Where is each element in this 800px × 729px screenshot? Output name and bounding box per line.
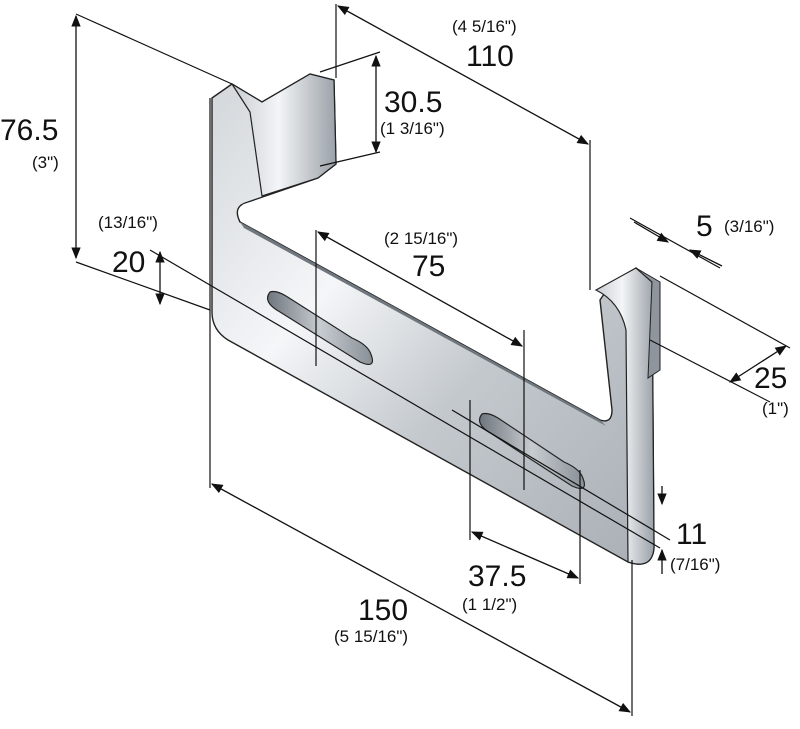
dim-75-imperial: (2 15/16") — [384, 229, 459, 248]
left-tab — [231, 73, 337, 197]
bracket-body — [211, 73, 661, 565]
dim-150-imperial: (5 15/16") — [334, 627, 409, 646]
dim-110-value: 110 — [466, 40, 514, 73]
bracket-plate — [211, 73, 655, 565]
dim-37-5-value: 37.5 — [468, 560, 527, 593]
dim-11-imperial: (7/16") — [670, 555, 721, 574]
dim-25-value: 25 — [754, 362, 788, 395]
dim-110-imperial: (4 5/16") — [452, 17, 517, 36]
dim-5-value: 5 — [696, 210, 713, 243]
dim-37-5-imperial: (1 1/2") — [462, 595, 518, 614]
dimension-arrows — [71, 5, 787, 713]
extension-lines — [75, 4, 791, 716]
dim-5-imperial: (3/16") — [724, 217, 775, 236]
dim-arrow-110 — [336, 5, 590, 145]
dim-150-value: 150 — [358, 594, 409, 627]
dim-25-imperial: (1") — [762, 399, 789, 418]
dim-76-5-imperial: (3") — [32, 153, 59, 172]
dim-20-imperial: (13/16") — [98, 213, 158, 232]
dim-30-5-imperial: (1 3/16") — [380, 119, 445, 138]
dim-arrow-5-a — [633, 221, 670, 243]
dim-75-value: 75 — [412, 250, 446, 283]
right-flange-back — [635, 267, 661, 379]
dim-arrow-25 — [729, 345, 787, 383]
dim-arrow-5-b — [688, 249, 723, 267]
dim-11-value: 11 — [676, 518, 708, 551]
dim-76-5-value: 76.5 — [0, 114, 59, 147]
dim-arrow-75 — [316, 231, 524, 347]
dim-20-value: 20 — [112, 246, 146, 279]
dim-arrow-150 — [210, 483, 632, 713]
dim-30-5-value: 30.5 — [384, 86, 443, 119]
